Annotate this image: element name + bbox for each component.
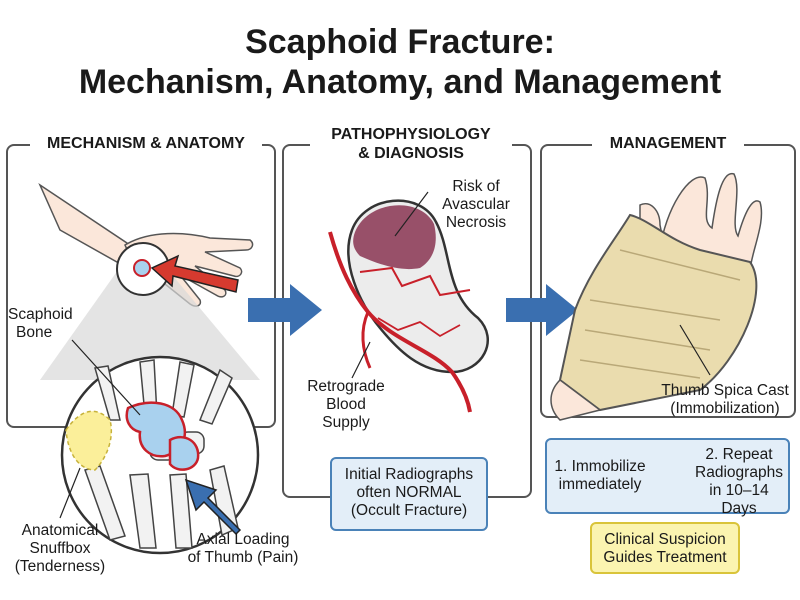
step1-line1: 1. Immobilize [554,458,646,475]
step2-line3: in 10–14 Days [709,482,769,517]
label-spica-line2: (Immobilization) [670,400,780,417]
leader-avascular [394,191,429,237]
panel-heading-pathophysiology-line1: PATHOPHYSIOLOGY [331,126,491,143]
radiographs-line1: Initial Radiographs [344,466,474,483]
retrograde-artery [328,231,472,413]
scaphoid-distal-highlight [168,435,200,471]
hand-in-cast-illustration [550,173,763,421]
panel-heading-pathophysiology-line2: & DIAGNOSIS [358,145,464,162]
step2-line1: 2. Repeat [705,446,773,463]
label-snuffbox-line1: Anatomical [21,522,99,539]
step2-line2: Radiographs [695,464,783,481]
label-snuffbox-line3: (Tenderness) [14,558,106,575]
radiographs-line3: (Occult Fracture) [350,502,468,519]
small-scaphoid [133,259,151,277]
title-line-2: Mechanism, Anatomy, and Management [78,63,722,101]
leader-scaphoid [71,339,141,416]
scaphoid-bone-cross-section [347,199,489,374]
magnifier-cone [40,270,260,380]
label-avascular-line1: Risk of [452,178,500,195]
axial-loading-arrow [184,478,242,536]
title-line-1: Scaphoid Fracture: [245,23,555,61]
snuffbox-region [65,410,112,471]
step-2-repeat-radiographs: 2. Repeat Radiographs in 10–14 Days [690,446,788,518]
clinical-suspicion-box: Clinical Suspicion Guides Treatment [590,522,740,574]
label-scaphoid-line1: Scaphoid [8,306,73,323]
label-blood-line3: Supply [322,414,370,431]
flow-arrow-1 [248,284,322,336]
label-axial-line2: of Thumb (Pain) [187,549,299,566]
impact-arrow [150,254,239,293]
suspicion-line1: Clinical Suspicion [604,531,726,548]
label-avascular-necrosis: Risk of Avascular Necrosis [430,178,522,232]
label-snuffbox: Anatomical Snuffbox (Tenderness) [6,522,114,576]
label-blood-supply: Retrograde Blood Supply [296,378,396,432]
label-axial-loading: Axial Loading of Thumb (Pain) [178,531,308,567]
artery-branch [361,311,372,369]
radiographs-line2: often NORMAL [356,484,462,501]
label-snuffbox-line2: Snuffbox [29,540,91,557]
leader-blood-supply [351,341,371,379]
flow-arrow-2 [506,284,578,336]
step-1-immobilize: 1. Immobilize immediately [548,458,652,494]
label-thumb-spica: Thumb Spica Cast (Immobilization) [650,382,800,418]
label-blood-line1: Retrograde [307,378,385,395]
step1-line2: immediately [558,476,642,493]
label-avascular-line3: Necrosis [445,214,507,231]
panel-heading-pathophysiology: PATHOPHYSIOLOGY & DIAGNOSIS [310,125,512,163]
label-axial-line1: Axial Loading [196,531,290,548]
management-steps-box [545,438,790,514]
label-scaphoid-bone: Scaphoid Bone [8,306,88,342]
panel-heading-management: MANAGEMENT [592,134,744,153]
leader-snuffbox [59,467,81,519]
radiographs-box: Initial Radiographs often NORMAL (Occult… [330,457,488,531]
label-blood-line2: Blood [326,396,366,413]
suspicion-line2: Guides Treatment [603,549,727,566]
label-scaphoid-line2: Bone [16,324,53,341]
label-avascular-line2: Avascular [442,196,510,213]
label-spica-line1: Thumb Spica Cast [661,382,789,399]
leader-spica [679,324,711,376]
panel-heading-mechanism: MECHANISM & ANATOMY [30,134,262,153]
